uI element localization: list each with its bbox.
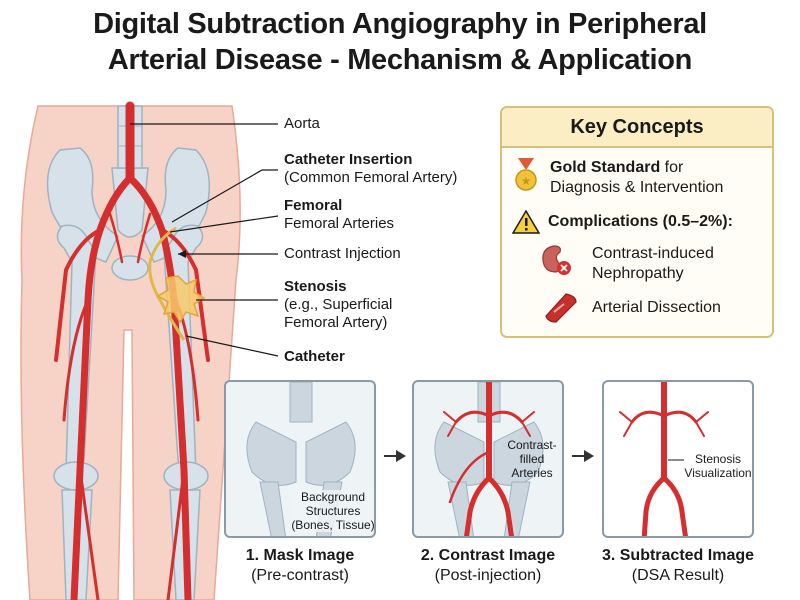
- mask-inner-label-line3: (Bones, Tissue): [291, 518, 375, 532]
- label-contrast-injection: Contrast Injection: [284, 245, 401, 262]
- contrast-caption-subtitle: (Post-injection): [434, 567, 542, 584]
- svg-text:★: ★: [521, 174, 532, 188]
- gold-standard-line1: Gold Standard for: [550, 158, 683, 178]
- title-line-1: Digital Subtraction Angiography in Perip…: [93, 8, 707, 40]
- label-stenosis-sub1: (e.g., Superficial: [284, 296, 393, 313]
- gold-standard-bold: Gold Standard: [550, 159, 661, 176]
- mask-image-panel: Background Structures (Bones, Tissue): [224, 380, 376, 538]
- label-aorta: Aorta: [284, 115, 320, 132]
- label-stenosis-title: Stenosis: [284, 278, 347, 295]
- mask-caption: 1. Mask Image (Pre-contrast): [200, 546, 400, 586]
- subtracted-inner-label-line1: Stenosis: [694, 452, 742, 466]
- gold-medal-icon: ★: [515, 158, 537, 191]
- artery-dissection-icon: [545, 293, 577, 323]
- leader-lines: [130, 123, 279, 357]
- label-catheter-title: Catheter: [284, 348, 345, 365]
- arrow-right-icon: [572, 450, 594, 462]
- mask-caption-title: 1. Mask Image: [245, 547, 355, 564]
- subtracted-image-graphic: [619, 382, 709, 536]
- complications-label: Complications (0.5–2%):: [548, 213, 733, 230]
- contrast-inner-label: Contrast- filled Arteries: [502, 438, 562, 480]
- catheter-line: [148, 226, 186, 341]
- gold-standard-line2: Diagnosis & Intervention: [550, 179, 724, 196]
- subtracted-inner-label-line2: Visualization: [684, 466, 752, 480]
- label-catheter-insertion-title: Catheter Insertion: [284, 151, 413, 168]
- subtracted-caption-subtitle: (DSA Result): [631, 567, 725, 584]
- subtracted-caption-title: 3. Subtracted Image: [601, 547, 755, 564]
- dissection-label: Arterial Dissection: [592, 299, 721, 316]
- subtracted-image-panel: Stenosis Visualization: [602, 380, 754, 538]
- contrast-inner-label-line1: Contrast-: [507, 438, 557, 452]
- contrast-inner-label-line3: Arteries: [511, 466, 553, 480]
- label-femoral-title: Femoral: [284, 197, 343, 214]
- mask-inner-label-line2: Structures: [305, 504, 361, 518]
- arrow-right-icon: [384, 450, 406, 462]
- gold-standard-rest: for: [660, 159, 684, 176]
- key-concepts-heading: Key Concepts: [502, 108, 772, 148]
- label-femoral-sub: Femoral Arteries: [284, 215, 395, 232]
- subtracted-caption: 3. Subtracted Image (DSA Result): [578, 546, 778, 586]
- contrast-caption: 2. Contrast Image (Post-injection): [388, 546, 588, 586]
- warning-icon: [512, 210, 540, 234]
- key-concepts-box: Key Concepts ★ Gold Standard for Diagnos…: [500, 106, 774, 338]
- label-stenosis-sub2: Femoral Artery): [284, 314, 388, 331]
- label-catheter: Catheter: [284, 348, 345, 366]
- stenosis-burst: [156, 275, 206, 324]
- artery-tree: [54, 101, 210, 600]
- label-femoral: Femoral: [284, 197, 342, 215]
- nephropathy-line2: Nephropathy: [592, 265, 684, 282]
- mask-caption-subtitle: (Pre-contrast): [251, 567, 349, 584]
- title-line-2: Arterial Disease - Mechanism & Applicati…: [107, 44, 693, 76]
- subtracted-inner-label: Stenosis Visualization: [682, 452, 752, 480]
- kidney-icon: [542, 245, 571, 275]
- label-catheter-insertion-sub: (Common Femoral Artery): [284, 169, 458, 186]
- contrast-inner-label-line2: filled: [519, 452, 545, 466]
- contrast-image-panel: Contrast- filled Arteries: [412, 380, 564, 538]
- contrast-image-graphic: [434, 382, 544, 536]
- nephropathy-line1: Contrast-induced: [592, 245, 714, 262]
- label-stenosis: Stenosis: [284, 278, 347, 296]
- mask-inner-label-line1: Background: [300, 490, 366, 504]
- mask-inner-label: Background Structures (Bones, Tissue): [290, 490, 375, 532]
- contrast-caption-title: 2. Contrast Image: [420, 547, 556, 564]
- label-catheter-insertion: Catheter Insertion: [284, 151, 412, 169]
- page-title: Digital Subtraction Angiography in Perip…: [0, 6, 800, 78]
